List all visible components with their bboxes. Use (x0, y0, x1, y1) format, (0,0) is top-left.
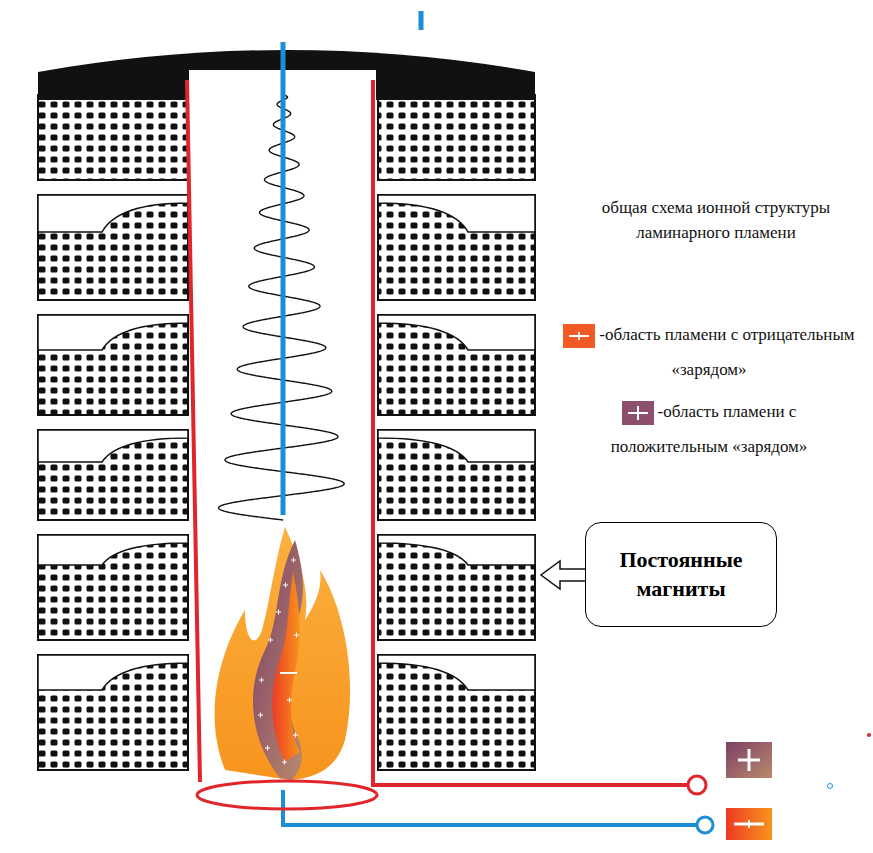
flame (215, 527, 351, 780)
swatch-bar (578, 332, 580, 340)
magnet-stack-right (378, 95, 535, 770)
legend-swatch (622, 401, 654, 425)
swatch-bar (637, 406, 639, 420)
legend-text: -область пламени с отрицательным «зарядо… (599, 325, 854, 379)
callout-arrow (541, 561, 588, 589)
terminal-symbols (726, 733, 871, 840)
callout-box: Постоянные магниты (585, 522, 777, 627)
callout-text: Постоянные магниты (598, 546, 764, 603)
legend-item: -область пламени с положительным «зарядо… (563, 395, 855, 465)
magnet-stack-left (38, 95, 188, 770)
legend-swatch (563, 324, 595, 348)
legend-item: -область пламени с отрицательным «зарядо… (563, 318, 855, 388)
diagram-title: общая схема ионной структуры ламинарного… (582, 196, 850, 245)
